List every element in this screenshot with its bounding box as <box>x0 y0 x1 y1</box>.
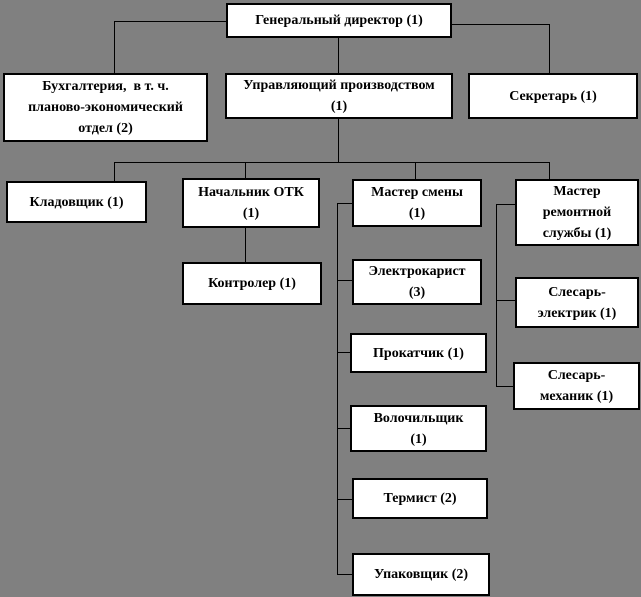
connector-director-accounting-h <box>114 21 227 22</box>
connector-distributor-line <box>114 162 550 163</box>
org-node-roller: Прокатчик (1) <box>350 333 487 373</box>
org-node-forklift-operator: Электрокарист (3) <box>352 259 482 305</box>
connector-stub-heat-treater <box>337 499 353 500</box>
connector-stub-repair-master <box>496 204 516 205</box>
org-node-secretary: Секретарь (1) <box>468 73 638 119</box>
connector-stub-roller <box>337 352 351 353</box>
connector-drop-qc-head <box>245 162 246 178</box>
connector-production-distributor <box>338 119 339 162</box>
connector-repair-master-spine <box>496 204 497 387</box>
connector-director-secretary-v <box>549 24 550 73</box>
connector-director-production <box>338 38 339 73</box>
org-node-wire-drawer: Волочильщик (1) <box>350 405 487 452</box>
connector-drop-shift-master <box>415 162 416 179</box>
org-node-storekeeper: Кладовщик (1) <box>6 181 147 223</box>
org-node-heat-treater: Термист (2) <box>352 478 488 519</box>
org-node-controller: Контролер (1) <box>182 262 322 305</box>
connector-stub-forklift-operator <box>337 280 353 281</box>
connector-drop-storekeeper <box>114 162 115 181</box>
org-node-accounting: Бухгалтерия, в т. ч. планово-экономическ… <box>3 73 208 142</box>
org-node-production-manager: Управляющий производством (1) <box>225 73 453 119</box>
connector-stub-wire-drawer <box>337 428 351 429</box>
connector-stub-packer <box>337 574 353 575</box>
connector-stub-electrician-fitter <box>496 300 516 301</box>
connector-shift-master-spine <box>337 203 338 575</box>
org-node-packer: Упаковщик (2) <box>352 553 490 596</box>
connector-stub-mechanic-fitter <box>496 386 514 387</box>
org-node-repair-master: Мастер ремонтной службы (1) <box>515 179 639 246</box>
connector-director-secretary-h <box>452 24 550 25</box>
org-node-general-director: Генеральный директор (1) <box>226 3 452 38</box>
org-node-mechanic-fitter: Слесарь- механик (1) <box>513 362 640 410</box>
connector-qc-head-controller <box>245 228 246 262</box>
connector-stub-shift-master <box>337 203 353 204</box>
connector-director-accounting-v <box>114 21 115 73</box>
org-node-qc-head: Начальник ОТК (1) <box>182 178 320 228</box>
org-node-electrician-fitter: Слесарь- электрик (1) <box>515 277 639 328</box>
connector-drop-repair-master <box>549 162 550 179</box>
org-node-shift-master: Мастер смены (1) <box>352 179 482 227</box>
